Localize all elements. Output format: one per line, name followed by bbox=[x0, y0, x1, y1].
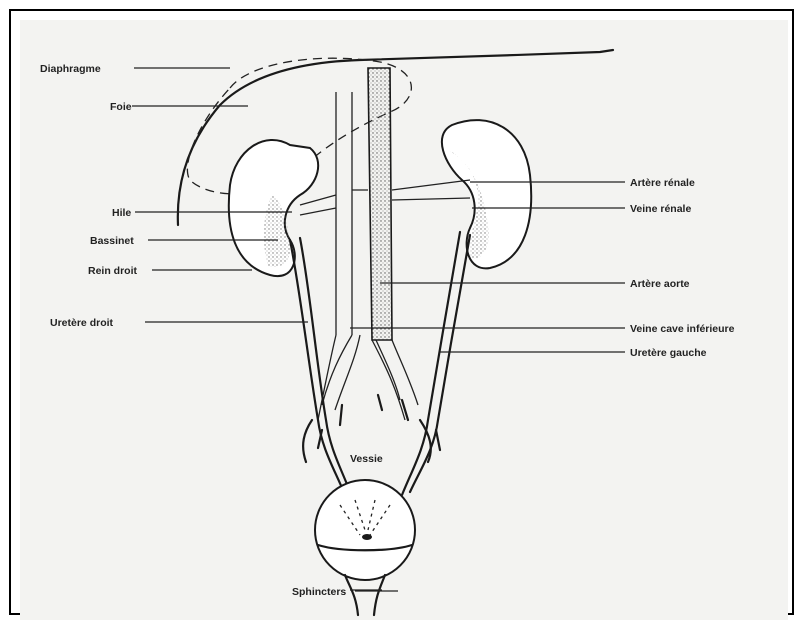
label-rein-droit: Rein droit bbox=[88, 265, 138, 277]
bladder bbox=[315, 480, 415, 580]
label-bassinet: Bassinet bbox=[90, 235, 134, 247]
bladder-trigone bbox=[362, 534, 372, 540]
left-ureter bbox=[402, 232, 470, 495]
label-hile: Hile bbox=[112, 207, 131, 219]
label-veine-cave-inferieure: Veine cave inférieure bbox=[630, 323, 735, 335]
label-uretere-gauche: Uretère gauche bbox=[630, 347, 707, 359]
label-artere-aorte: Artère aorte bbox=[630, 278, 690, 290]
label-veine-renale: Veine rénale bbox=[630, 203, 691, 215]
label-vessie: Vessie bbox=[350, 453, 383, 465]
inferior-vena-cava bbox=[368, 68, 392, 340]
label-diaphragme: Diaphragme bbox=[40, 63, 101, 75]
right-renal-vessels bbox=[300, 195, 336, 215]
label-artere-renale: Artère rénale bbox=[630, 177, 695, 189]
iliac-vessels bbox=[318, 335, 418, 420]
label-uretere-droit: Uretère droit bbox=[50, 317, 114, 329]
label-foie: Foie bbox=[110, 101, 132, 113]
aorta bbox=[336, 92, 352, 335]
label-sphincters: Sphincters bbox=[292, 586, 346, 598]
right-ureter bbox=[290, 238, 350, 495]
